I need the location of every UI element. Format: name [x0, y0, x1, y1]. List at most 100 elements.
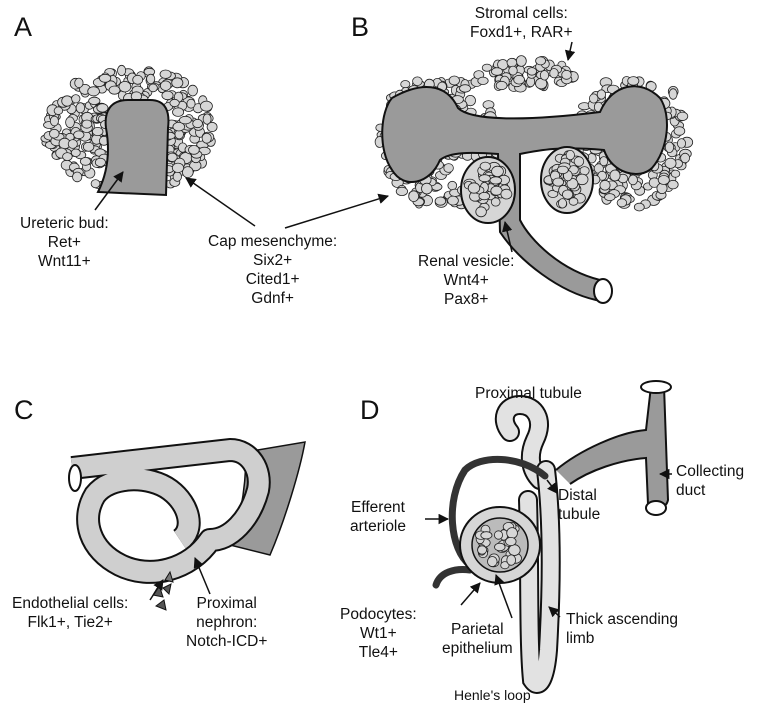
cell [501, 189, 512, 199]
cell [62, 96, 73, 106]
henles-loop-label: Henle's loop [454, 686, 531, 705]
cell [448, 196, 459, 205]
cell [496, 81, 507, 89]
cell [605, 194, 616, 201]
endothelial-cells-label: Endothelial cells: Flk1+, Tie2+ [12, 594, 128, 632]
cell [66, 117, 75, 128]
renal-vesicle-label: Renal vesicle: Wnt4+ Pax8+ [418, 252, 515, 309]
cell [490, 177, 502, 184]
cell [674, 127, 685, 136]
cell [207, 122, 217, 131]
cell [483, 101, 494, 109]
cell [479, 175, 490, 182]
cell [479, 192, 490, 199]
cell [97, 104, 108, 112]
cell [133, 75, 143, 84]
cell [422, 183, 433, 194]
cell [118, 65, 126, 75]
panel-d-letter: D [360, 395, 380, 426]
cell [550, 69, 559, 78]
cell [170, 99, 179, 106]
cell [82, 120, 92, 128]
cell [507, 528, 518, 539]
cell [119, 81, 131, 92]
cell [557, 166, 568, 174]
parietal-epithelium-label: Parietal epithelium [442, 620, 513, 658]
cell [448, 181, 457, 190]
cell [658, 176, 669, 185]
cell [566, 150, 574, 159]
cell [80, 158, 90, 166]
proximal-tubule-label: Proximal tubule [475, 384, 582, 403]
panel-a-illustration [41, 65, 217, 195]
cell [580, 167, 589, 175]
cell [553, 178, 564, 186]
collecting-duct-top-opening [641, 381, 671, 393]
renal-vesicle-left [461, 157, 515, 223]
cell [72, 95, 80, 103]
panel-b-letter: B [351, 12, 369, 43]
cell [677, 139, 685, 149]
cell [600, 180, 610, 190]
cell [481, 532, 492, 539]
cell [597, 90, 605, 99]
cell [527, 68, 536, 76]
cell [50, 116, 58, 126]
cell [109, 86, 120, 94]
cell [516, 56, 526, 67]
cell [435, 197, 446, 205]
cell [409, 191, 419, 202]
cell [491, 186, 502, 195]
cell [460, 85, 471, 92]
thick-ascending-limb-label: Thick ascending limb [566, 610, 678, 648]
cell [634, 203, 644, 211]
cell [492, 166, 504, 176]
cell [92, 127, 103, 135]
cell [665, 158, 676, 168]
cell [401, 81, 410, 88]
cell [677, 112, 688, 120]
cell [509, 66, 518, 75]
cell [669, 89, 677, 100]
tube-opening-c [69, 465, 81, 491]
collecting-duct-label: Collecting duct [676, 462, 744, 500]
cell [173, 172, 181, 181]
cell [562, 190, 572, 199]
cell [76, 103, 85, 113]
ureteric-bud-label: Ureteric bud: Ret+ Wnt11+ [20, 214, 109, 271]
cell [160, 70, 171, 78]
stromal-cells-label: Stromal cells: Foxd1+, RAR+ [470, 4, 573, 42]
cell [491, 68, 502, 76]
cell [172, 78, 183, 88]
cell [507, 555, 516, 565]
cell [491, 198, 500, 206]
cell [75, 78, 83, 88]
cell [160, 81, 171, 91]
cell [173, 108, 184, 117]
cell [88, 87, 100, 96]
distal-tubule-label: Distal tubule [558, 486, 600, 524]
cell [495, 543, 506, 551]
cell [509, 545, 521, 556]
cell [99, 74, 110, 82]
cell [187, 99, 195, 108]
cell [540, 71, 548, 81]
cell [193, 119, 203, 127]
cell [507, 58, 517, 67]
panel-c-illustration [69, 442, 305, 610]
cell [574, 157, 584, 167]
cell [50, 129, 60, 138]
collecting-duct-opening-b [594, 279, 612, 303]
cell [413, 77, 423, 86]
cell [610, 170, 620, 181]
cell [73, 172, 82, 182]
cell [200, 101, 212, 111]
cell [68, 140, 77, 149]
cell [488, 557, 498, 567]
cell [478, 77, 488, 84]
cell [189, 146, 200, 155]
cell [202, 133, 211, 143]
cap-mesenchyme-label: Cap mesenchyme: Six2+ Cited1+ Gdnf+ [208, 232, 337, 308]
podocytes-label: Podocytes: Wt1+ Tle4+ [340, 605, 417, 662]
cell [562, 70, 572, 79]
